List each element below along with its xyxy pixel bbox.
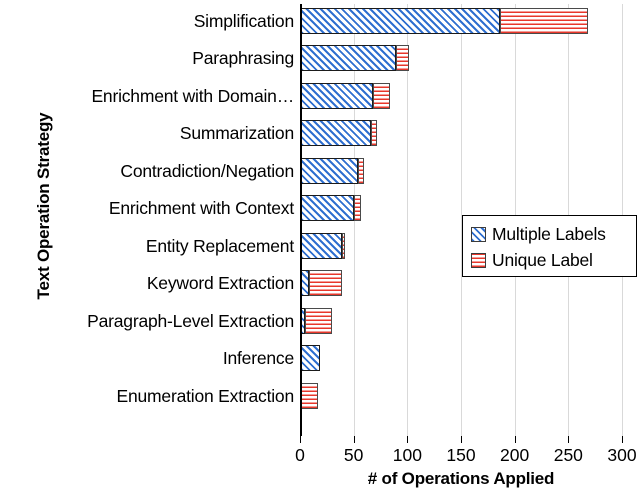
x-axis-tick xyxy=(300,436,301,443)
bar-segment-multiple-labels xyxy=(300,120,371,147)
bar-segment-unique-label xyxy=(372,82,391,109)
x-axis-tick xyxy=(460,436,462,443)
bar-segment-unique-label xyxy=(300,382,319,409)
x-axis-tick xyxy=(568,436,570,443)
x-axis-tick xyxy=(621,436,623,443)
legend-item-multiple-labels: Multiple Labels xyxy=(471,221,636,247)
bar-segment-multiple-labels xyxy=(300,157,358,184)
bar-segment-unique-label xyxy=(499,8,588,34)
y-axis-category-label: Paraphrasing xyxy=(192,48,294,69)
y-axis-category-label: Summarization xyxy=(179,123,294,144)
legend-swatch-multiple-labels-icon xyxy=(471,226,486,242)
y-axis-line xyxy=(300,4,302,436)
y-axis-category-label: Simplification xyxy=(193,11,294,31)
bar-segment-multiple-labels xyxy=(300,82,373,109)
bar-segment-unique-label xyxy=(370,120,378,147)
x-axis-tick-label: 0 xyxy=(295,445,305,465)
chart-legend: Multiple Labels Unique Label xyxy=(462,215,637,277)
x-axis-tick-label: 50 xyxy=(343,445,364,465)
x-axis-tick-label: 300 xyxy=(607,445,637,465)
bar-segment-multiple-labels xyxy=(300,345,321,372)
bar-segment-unique-label xyxy=(395,45,410,72)
gridline xyxy=(407,4,409,436)
bar-segment-unique-label xyxy=(305,307,333,334)
x-axis-title: # of Operations Applied xyxy=(367,469,555,488)
bar-segment-unique-label xyxy=(341,232,346,259)
y-axis-category-label: Keyword Extraction xyxy=(146,273,294,294)
x-axis-tick xyxy=(407,436,409,443)
y-axis-category-label: Inference xyxy=(222,348,294,369)
plot-area xyxy=(300,4,623,436)
y-axis-category-label: Enumeration Extraction xyxy=(116,385,295,406)
bar-segment-unique-label xyxy=(353,195,362,222)
bar-segment-multiple-labels xyxy=(300,8,500,34)
bar-segment-unique-label xyxy=(308,270,342,297)
x-axis-tick-label: 150 xyxy=(446,445,476,465)
legend-label-multiple-labels: Multiple Labels xyxy=(492,223,606,244)
legend-label-unique-label: Unique Label xyxy=(492,249,593,270)
bar-segment-multiple-labels xyxy=(300,232,342,259)
legend-item-unique-label: Unique Label xyxy=(471,247,636,273)
bar-segment-multiple-labels xyxy=(300,45,396,72)
gridline xyxy=(460,4,462,436)
y-axis-category-label: Entity Replacement xyxy=(145,235,294,256)
y-axis-category-label: Paragraph-Level Extraction xyxy=(87,310,294,331)
y-axis-category-label: Contradiction/Negation xyxy=(120,160,294,181)
legend-swatch-unique-label-icon xyxy=(471,252,486,268)
x-axis-tick xyxy=(353,436,355,443)
bar-segment-multiple-labels xyxy=(300,195,354,222)
x-axis-tick-label: 200 xyxy=(500,445,530,465)
y-axis-category-label: Enrichment with Context xyxy=(108,198,294,219)
y-axis-category-label: Enrichment with Domain… xyxy=(91,85,294,106)
x-axis-tick-label: 100 xyxy=(392,445,422,465)
x-axis-tick-label: 250 xyxy=(553,445,583,465)
bar-segment-unique-label xyxy=(357,157,365,184)
x-axis-tick-marks xyxy=(300,436,623,444)
x-axis-tick-labels: 0 50 100 150 200 250 300 xyxy=(295,445,636,469)
x-axis-tick xyxy=(514,436,516,443)
